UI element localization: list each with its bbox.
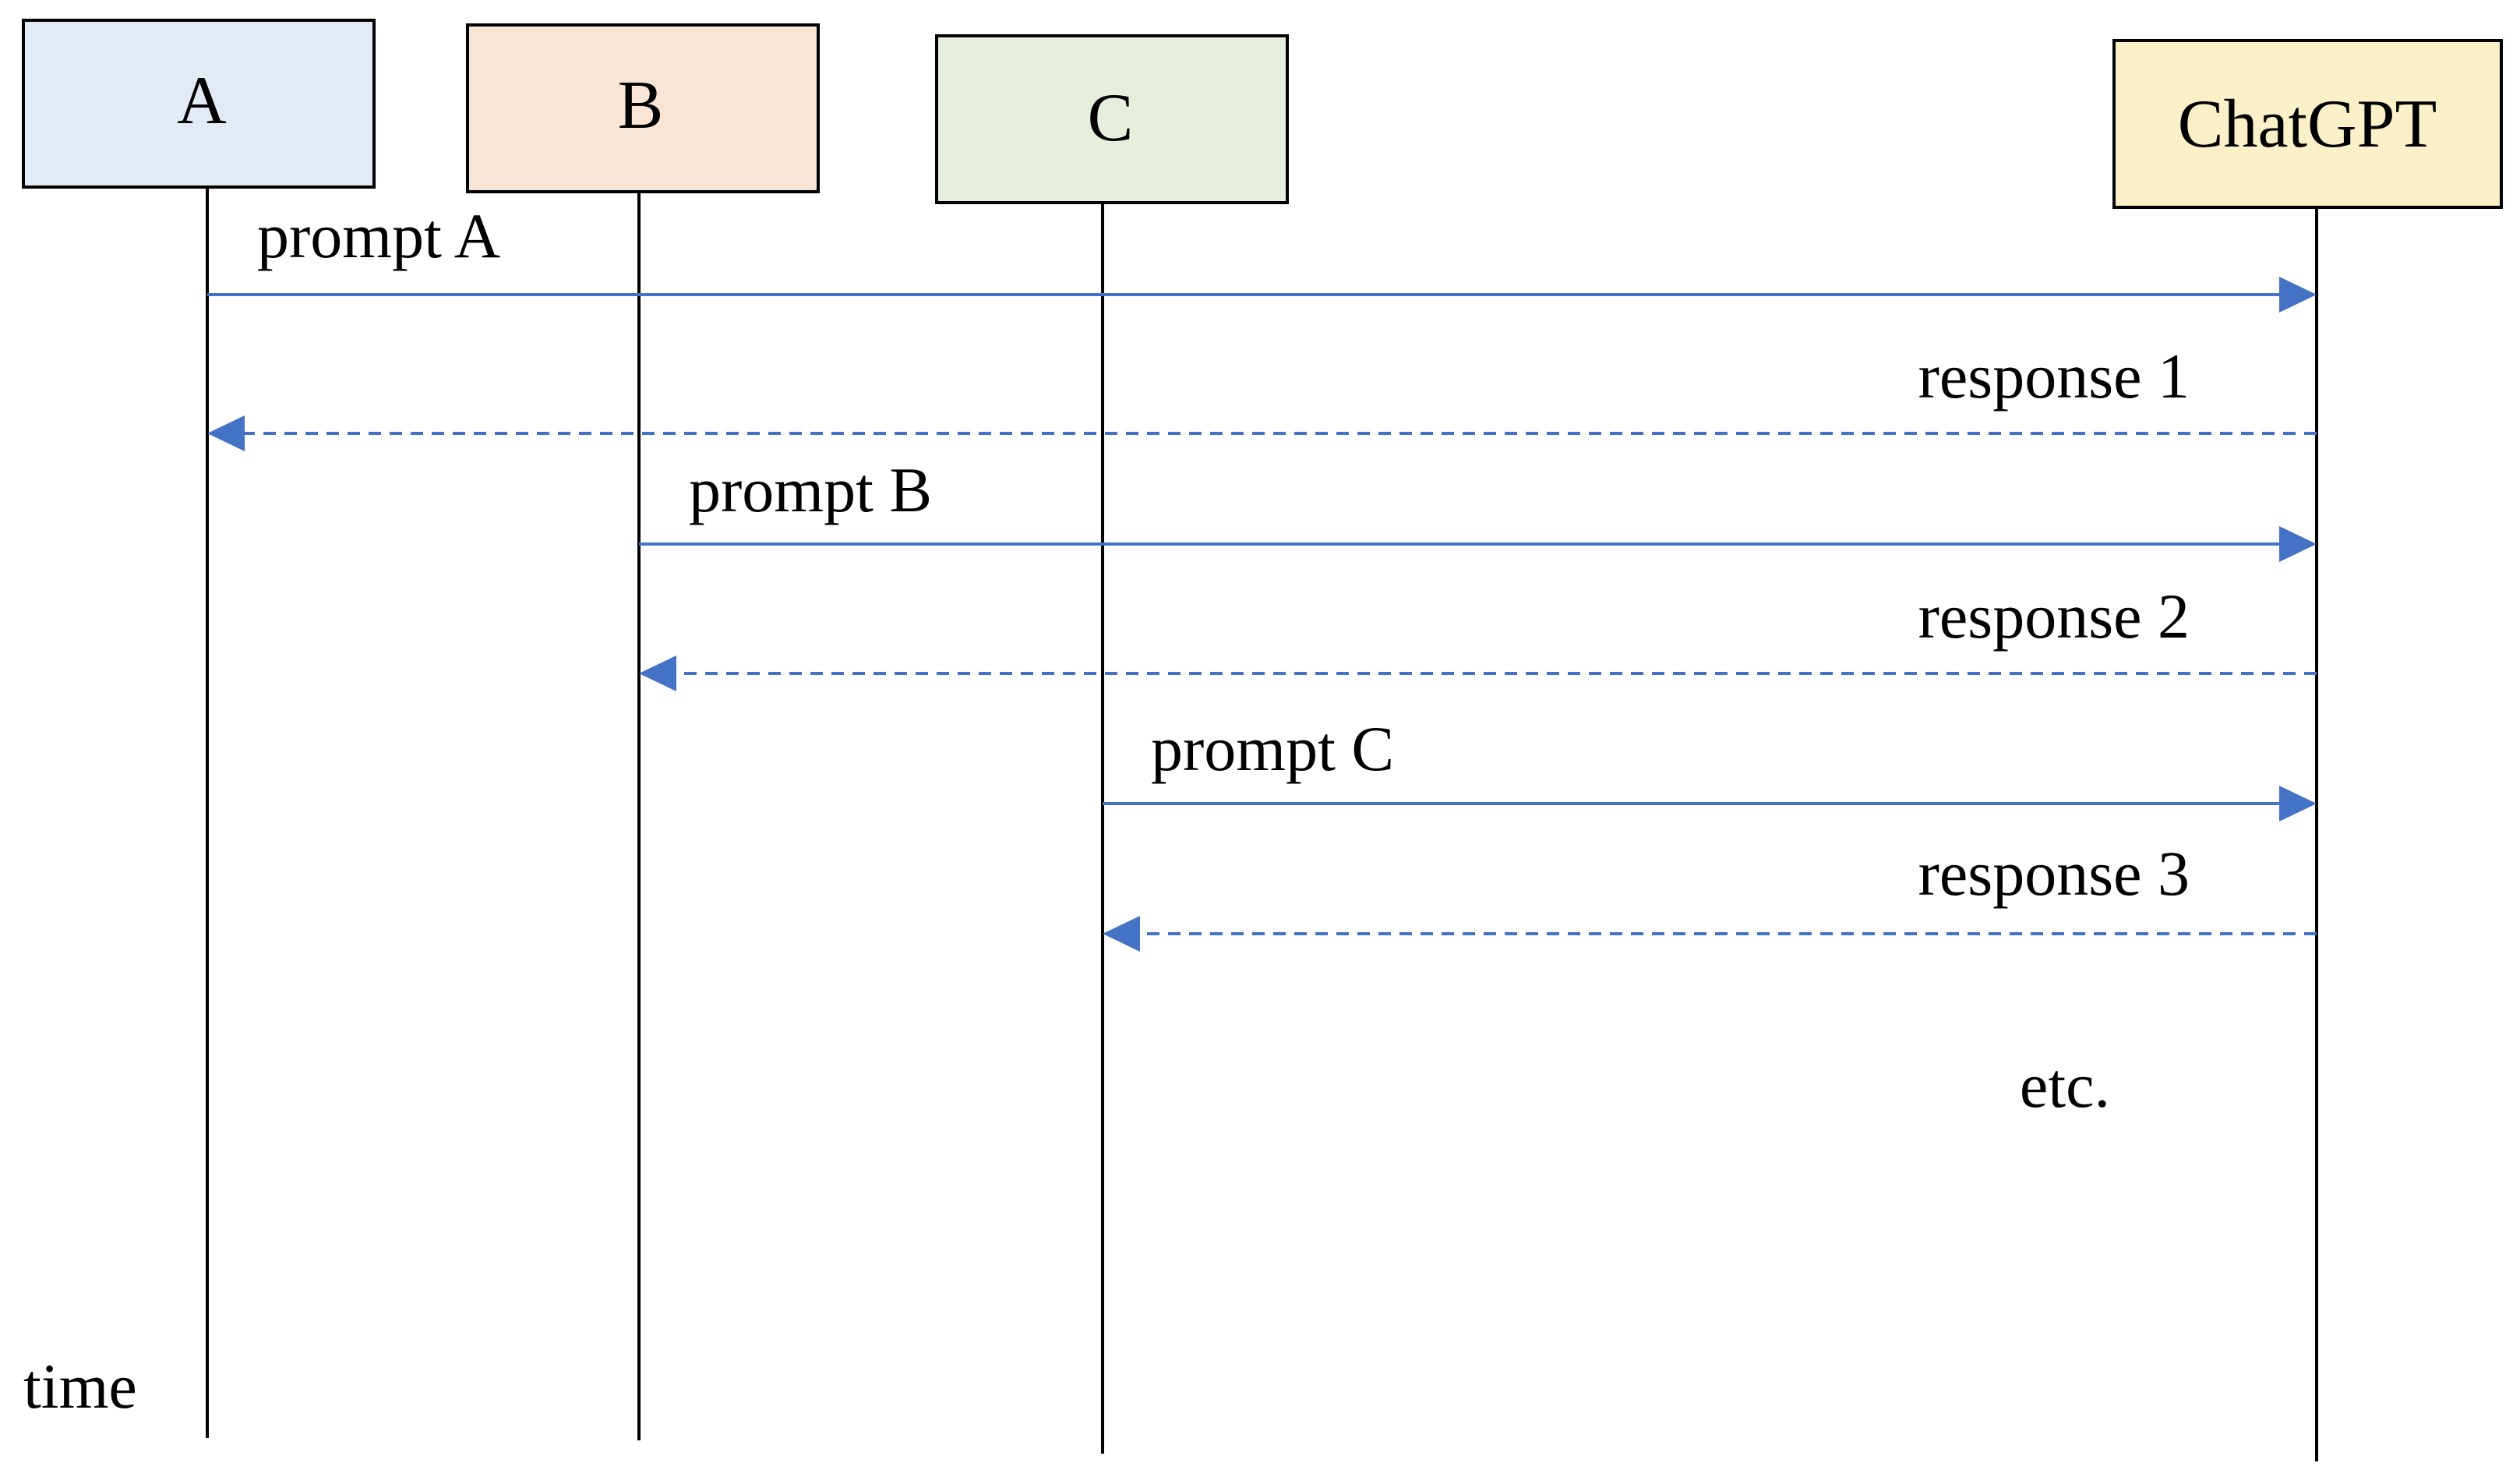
continuation-label: etc.: [2020, 1050, 2110, 1121]
message-prompt-c: prompt C: [1103, 713, 2317, 822]
participant-b: B: [466, 23, 820, 193]
message-label-response-2: response 2: [1918, 581, 2190, 652]
participant-chatgpt-box: [2112, 39, 2503, 209]
arrowhead-response-3: [1103, 916, 1140, 952]
participant-chatgpt-label: ChatGPT: [2178, 87, 2437, 162]
participant-c-label: C: [1088, 80, 1134, 156]
arrowhead-prompt-b: [2279, 526, 2317, 562]
participant-chatgpt: ChatGPT: [2112, 39, 2503, 209]
arrowhead-prompt-a: [2279, 277, 2317, 313]
message-response-2: response 2: [639, 581, 2317, 691]
participant-c-box: [935, 34, 1289, 204]
arrowhead-prompt-c: [2279, 786, 2317, 822]
message-label-prompt-b: prompt B: [689, 454, 932, 525]
arrowhead-response-2: [639, 655, 676, 691]
participant-a-label: A: [177, 63, 227, 139]
message-label-prompt-c: prompt C: [1151, 713, 1394, 784]
arrowhead-response-1: [207, 415, 245, 451]
message-label-response-3: response 3: [1918, 838, 2190, 909]
message-prompt-b: prompt B: [639, 454, 2317, 562]
participant-b-box: [466, 23, 820, 193]
message-label-response-1: response 1: [1918, 341, 2190, 412]
participant-a-box: [22, 19, 376, 189]
message-label-prompt-a: prompt A: [257, 200, 500, 271]
message-response-3: response 3: [1103, 838, 2317, 952]
participant-b-label: B: [618, 68, 664, 143]
message-prompt-a: prompt A: [207, 200, 2317, 313]
time-axis-label: time: [23, 1351, 137, 1422]
participant-a: A: [22, 19, 376, 189]
message-response-1: response 1: [207, 341, 2317, 451]
participant-c: C: [935, 34, 1289, 204]
